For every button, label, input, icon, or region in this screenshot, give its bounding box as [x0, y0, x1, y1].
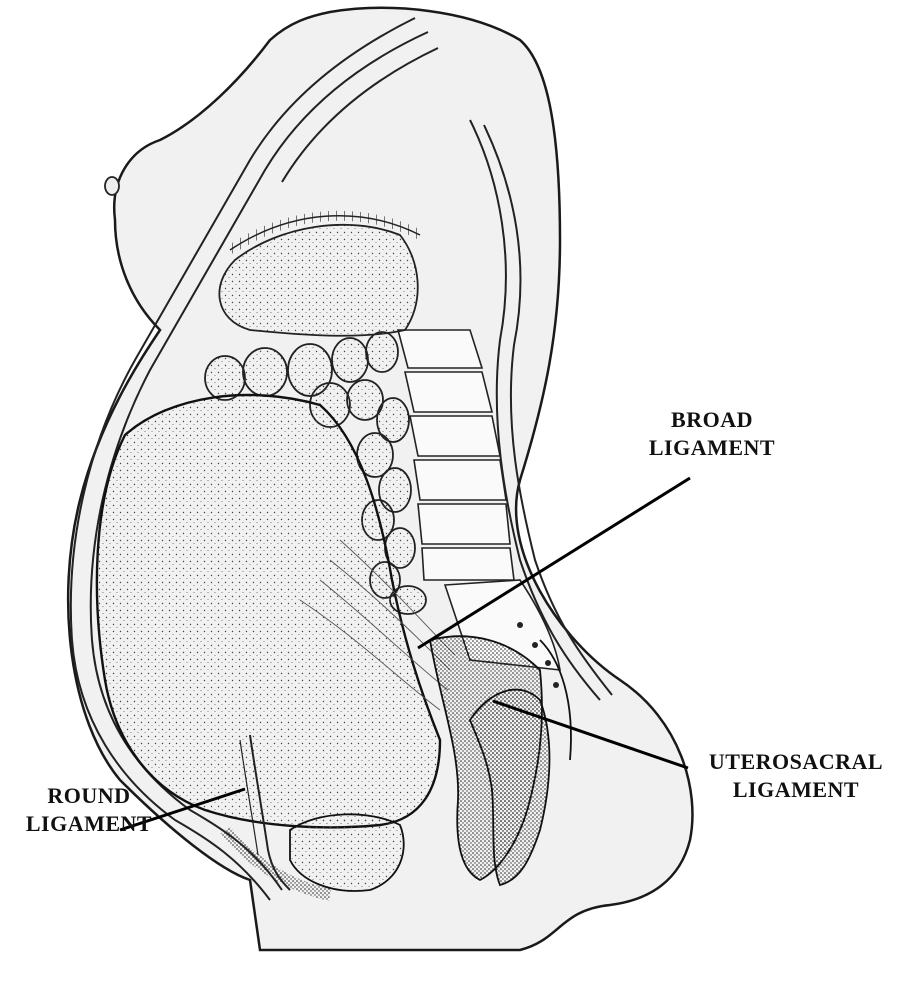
uterosacral-ligament-label: UTEROSACRAL LIGAMENT	[690, 748, 902, 804]
round-ligament-label: ROUND LIGAMENT	[0, 782, 178, 838]
broad-ligament-label: BROAD LIGAMENT	[622, 406, 802, 462]
broad-ligament-label-line1: BROAD	[622, 406, 802, 434]
nipple	[105, 177, 119, 195]
broad-ligament-label-line2: LIGAMENT	[622, 434, 802, 462]
round-ligament-label-line1: ROUND	[0, 782, 178, 810]
uterosacral-ligament-label-line2: LIGAMENT	[690, 776, 902, 804]
round-ligament-label-line2: LIGAMENT	[0, 810, 178, 838]
uterosacral-ligament-label-line1: UTEROSACRAL	[690, 748, 902, 776]
